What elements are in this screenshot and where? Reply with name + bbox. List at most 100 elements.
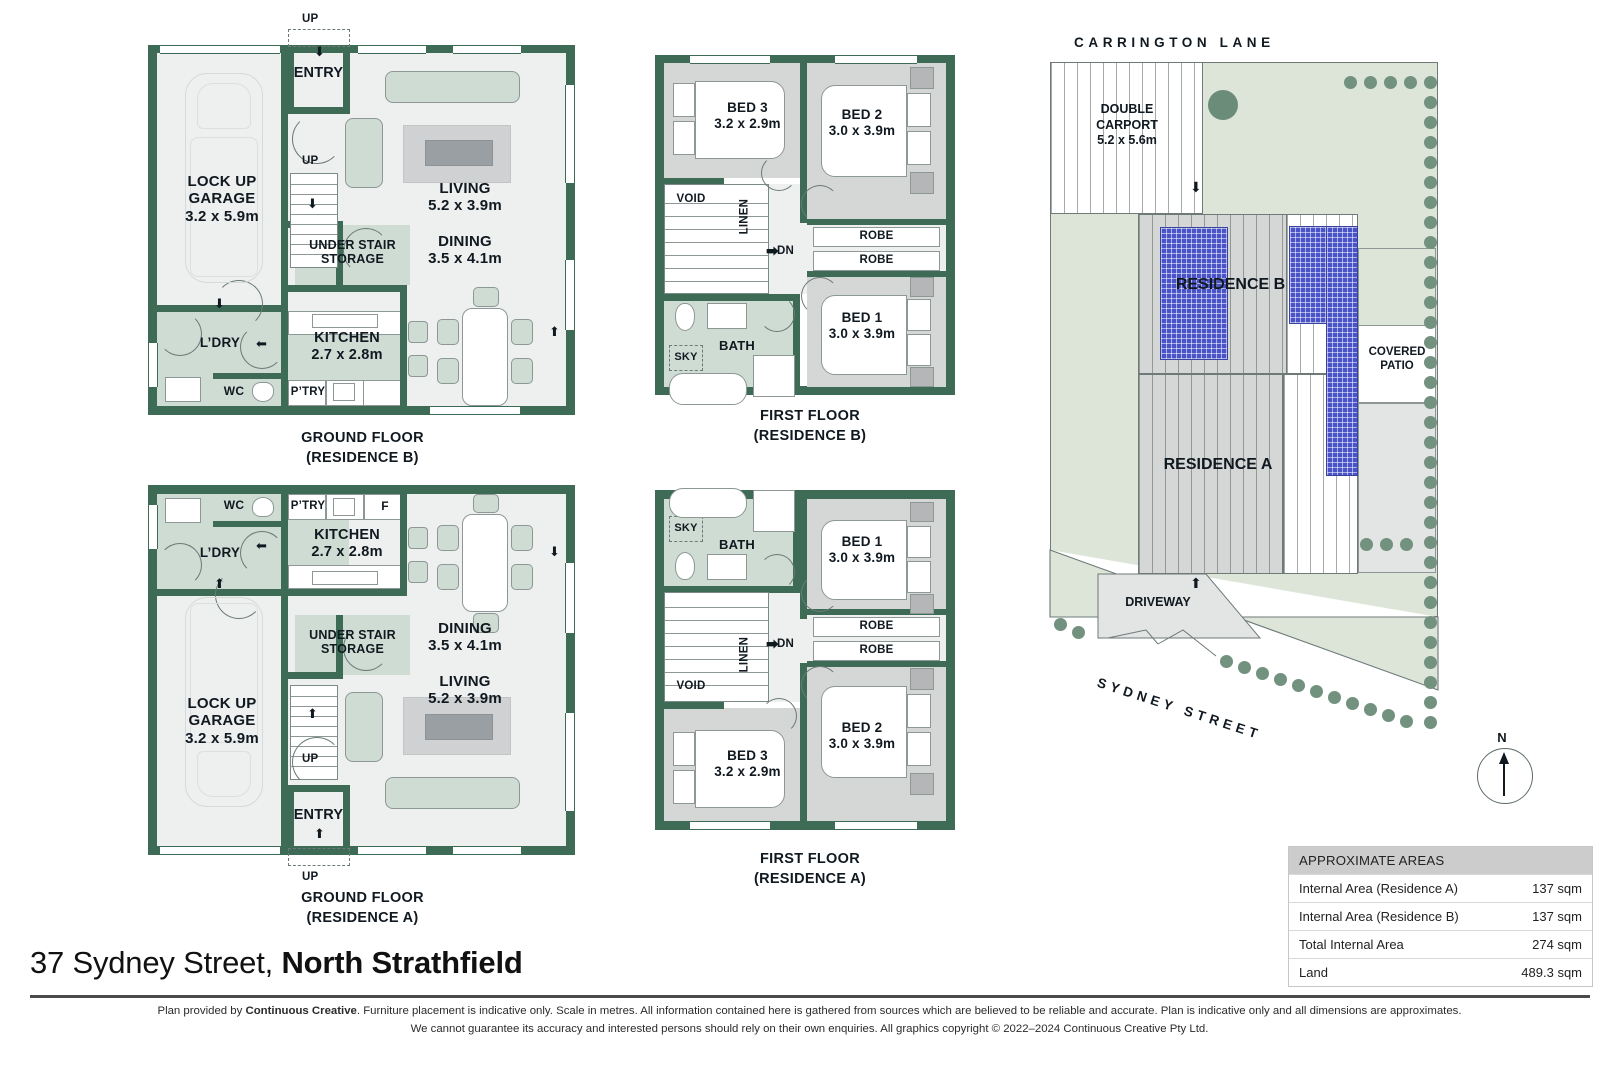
window-laundry-left (148, 343, 158, 387)
shrub (1424, 576, 1437, 589)
label-bed2: BED 2 3.0 x 3.9m (807, 720, 917, 751)
stair-run-first (664, 184, 769, 294)
dining-chair-top (473, 494, 499, 513)
arrow-up-entry: ⬇ (314, 44, 325, 59)
kitchen-stool-1 (408, 527, 428, 549)
pantry-box (288, 494, 326, 520)
label-living-name: LIVING (439, 673, 491, 690)
shrub (1072, 626, 1085, 639)
label-bed3-dim: 3.2 x 2.9m (714, 763, 781, 779)
door-bed3-arc (761, 698, 797, 734)
label-pantry: P’TRY (290, 500, 326, 512)
driveway-splay (1097, 573, 1262, 657)
door-laundry-arc (158, 312, 202, 356)
wall-kitchen-bottom (287, 589, 407, 596)
bed3-mattress (695, 730, 785, 808)
floor-wc (213, 494, 287, 521)
bed3-pillow-2 (673, 770, 695, 804)
solar-panel-a-right (1326, 226, 1358, 476)
window-laundry-left (148, 505, 158, 549)
car-windscreen (197, 83, 251, 129)
label-bed1: BED 1 3.0 x 3.9m (807, 310, 917, 341)
window-living-right (565, 85, 575, 183)
label-bed1: BED 1 3.0 x 3.9m (807, 534, 917, 565)
cooktop-burners (333, 383, 355, 401)
bathtub (669, 373, 747, 405)
label-bed2-name: BED 2 (841, 720, 883, 735)
bed3-pillow-2 (673, 121, 695, 155)
label-void: VOID (676, 680, 706, 692)
label-living-dim: 5.2 x 3.9m (428, 197, 502, 215)
door-bed1-arc (801, 277, 839, 315)
wall-outer-right (945, 490, 955, 830)
label-bed3-name: BED 3 (727, 748, 768, 763)
shrub (1424, 536, 1437, 549)
shrub (1424, 356, 1437, 369)
wall-bed3-top (664, 702, 724, 709)
label-dining-name: DINING (438, 620, 492, 637)
wall-wc-top (213, 373, 287, 379)
wall-entry-left (287, 792, 294, 846)
shrub (1424, 396, 1437, 409)
plan-first-floor-residence-a: DN ⮕ BATH SKY BED 1 3.0 x 3.9m BED 2 3.0… (655, 488, 965, 890)
title-divider (30, 995, 1590, 998)
arrow-dn: ⮕ (766, 244, 780, 259)
label-pantry: P’TRY (290, 386, 326, 398)
label-dn: DN (777, 245, 795, 257)
disclaimer-line-1: Plan provided by Continuous Creative. Fu… (0, 1003, 1619, 1021)
car-body (190, 603, 258, 743)
shrub (1054, 618, 1067, 631)
shrub (1424, 496, 1437, 509)
arrow-driveway-entry: ⬆ (1190, 575, 1202, 591)
shrub (1424, 156, 1437, 169)
label-dn: DN (777, 638, 795, 650)
page-title: 37 Sydney Street, North Strathfield (30, 945, 1320, 981)
label-living-name: LIVING (439, 180, 491, 197)
wall-outer-top (655, 55, 955, 64)
plan-title-first-a-line1: FIRST FLOOR (760, 851, 860, 867)
door-bed1-arc (801, 574, 839, 612)
plan-title-first-b-line2: (RESIDENCE B) (753, 427, 867, 444)
wall-entry-bottom (287, 107, 350, 114)
wall-laundry-right (281, 494, 288, 589)
shrub (1424, 476, 1437, 489)
label-bed2: BED 2 3.0 x 3.9m (807, 107, 917, 138)
north-label: N (1497, 730, 1507, 745)
wall-robe-top (807, 609, 946, 615)
wall-outer-top (655, 490, 955, 499)
label-driveway: DRIVEWAY (1125, 595, 1191, 609)
window-living-top-2 (453, 45, 521, 54)
bed1-pillow-1 (907, 299, 931, 331)
wall-bath-bottom (664, 586, 800, 593)
robe-2 (813, 251, 940, 271)
area-value: 137 sqm (1532, 909, 1582, 924)
bed1-side-table-1 (910, 277, 934, 297)
label-kitchen-name: KITCHEN (314, 330, 380, 346)
laundry-tub (165, 377, 201, 402)
wall-entry-left (287, 53, 294, 108)
wall-garage-right (281, 53, 288, 311)
shrub (1424, 316, 1437, 329)
arrow-dn: ⮕ (766, 637, 780, 652)
laundry-tub (165, 498, 201, 523)
floor-garage (157, 589, 287, 846)
window-bed3-bottom (690, 821, 770, 830)
stair-run-first (664, 592, 769, 702)
label-bed1-dim: 3.0 x 3.9m (828, 325, 896, 341)
bed1-side-table-1 (910, 502, 934, 522)
shrub (1400, 715, 1413, 728)
shrub (1424, 216, 1437, 229)
arrow-garage-door: ⬇ (214, 296, 225, 311)
door-garage-arc (215, 280, 263, 328)
label-up-entry: UP (302, 871, 319, 883)
label-robe-1: ROBE (859, 620, 894, 632)
door-entry-arc (292, 114, 342, 164)
label-kitchen: KITCHEN 2.7 x 2.8m (288, 527, 406, 560)
bath-toilet (675, 303, 695, 331)
shrub (1424, 516, 1437, 529)
disclaimer-line-2: We cannot guarantee its accuracy and int… (410, 1022, 1209, 1035)
label-garage: LOCK UP GARAGE 3.2 x 5.9m (157, 173, 287, 225)
bed3-pillow-1 (673, 83, 695, 117)
wall-garage-right (281, 589, 288, 846)
window-living-bottom (430, 406, 520, 415)
